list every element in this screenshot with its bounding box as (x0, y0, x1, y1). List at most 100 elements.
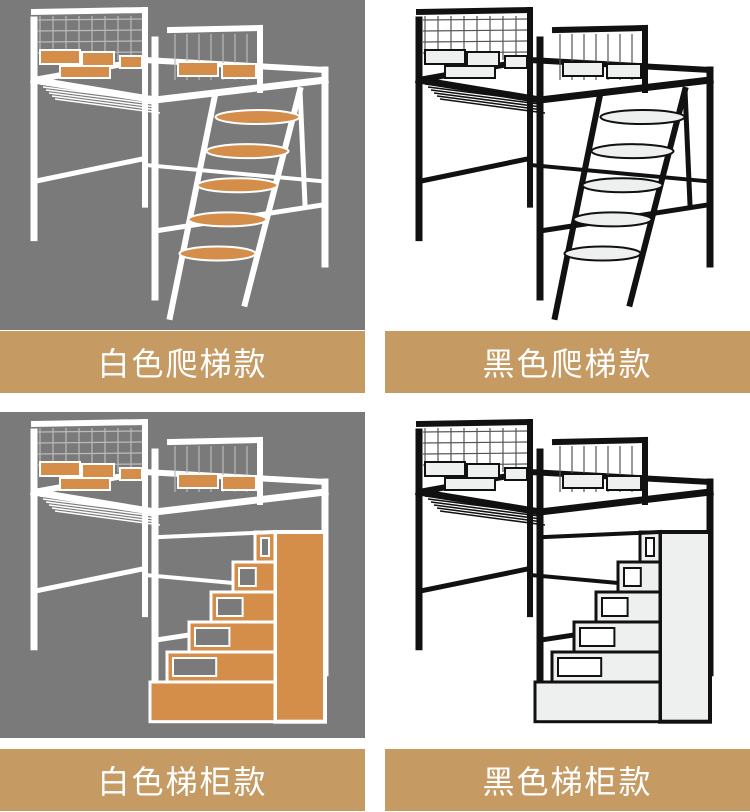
guard-top-right (551, 436, 649, 446)
deck-slat (42, 498, 153, 514)
guard-decor-panel (119, 55, 143, 69)
guard-decor-panel (444, 65, 496, 79)
deck-slat (51, 95, 159, 111)
guard-mesh-wire (37, 29, 143, 32)
deck-slat (51, 507, 159, 523)
lower-rail (31, 155, 148, 185)
stair-cabinet-door (658, 530, 712, 724)
stair-cubby (238, 567, 257, 587)
deck-slat (433, 92, 542, 108)
guard-top-left (30, 6, 149, 16)
lower-rail (416, 565, 533, 595)
guard-top-left (415, 418, 534, 428)
deck-slat (436, 507, 544, 523)
product-photo (0, 412, 365, 738)
ladder-support (682, 87, 693, 208)
guard-top-right (551, 24, 649, 34)
guard-top-left (30, 418, 149, 428)
loft-bed-illustration (385, 412, 750, 738)
guard-decor-panel (444, 477, 496, 491)
loft-bed-illustration (0, 0, 365, 330)
ladder-rail-left (166, 91, 219, 321)
guard-decor-panel (39, 461, 81, 477)
deck-side-rail (536, 488, 714, 516)
product-photo (0, 0, 365, 330)
lower-rail (31, 565, 148, 595)
stair-cubby (260, 537, 270, 557)
variant-label: 黑色梯柜款 (482, 763, 653, 801)
deck-slat (424, 83, 536, 99)
deck-slat (430, 89, 540, 105)
deck-slat (439, 98, 546, 114)
ladder-rail-right (626, 86, 689, 308)
ladder-step (178, 245, 257, 262)
deck-slat (427, 498, 538, 514)
guard-decor-panel (177, 61, 219, 77)
variant-caption: 黑色爬梯款 (385, 331, 750, 393)
ladder-step (214, 109, 301, 126)
guard-mesh-wire (37, 430, 143, 433)
deck-slat (39, 83, 151, 99)
guard-decor-panel (81, 463, 115, 479)
stair-cubby (645, 537, 655, 557)
guard-decor-panel (424, 461, 466, 477)
guard-mesh-wire (422, 40, 528, 43)
lower-rail (416, 155, 533, 185)
guard-decor-panel (221, 475, 257, 491)
ladder-step (599, 109, 686, 126)
guard-decor-panel (504, 467, 528, 481)
ladder-rail-left (551, 91, 604, 321)
product-photo (385, 412, 750, 738)
guard-top-left (415, 6, 534, 16)
deck-slat (45, 89, 155, 105)
variant-label: 白色爬梯款 (97, 345, 268, 383)
deck-slat (45, 501, 155, 517)
guard-mesh-wire (37, 452, 143, 455)
ladder-step (196, 177, 279, 194)
stair-handrail (157, 529, 278, 540)
guard-decor-panel (504, 55, 528, 69)
deck-slat (433, 504, 542, 520)
guard-decor-panel (606, 63, 642, 79)
stair-base-block (533, 680, 662, 724)
stair-cubby (601, 597, 629, 617)
guard-decor-panel (562, 473, 604, 489)
stair-base-block (148, 680, 277, 724)
deck-slat (436, 95, 544, 111)
stair-cubby (194, 627, 231, 647)
guard-decor-panel (119, 467, 143, 481)
deck-slat (54, 510, 161, 526)
deck-side-rail (151, 488, 329, 516)
deck-slat (48, 504, 157, 520)
guard-decor-panel (59, 477, 111, 491)
guard-mesh-wire (37, 441, 143, 444)
deck-side-rail (151, 76, 329, 104)
stair-handrail (542, 529, 663, 540)
guard-top-right (166, 436, 264, 446)
guard-mesh-wire (37, 40, 143, 43)
guard-mesh-wire (422, 441, 528, 444)
stair-cubby (623, 567, 642, 587)
lower-rail (142, 162, 328, 184)
guard-top-right (166, 24, 264, 34)
deck-slat (427, 86, 538, 102)
stair-cubby (579, 627, 616, 647)
guard-decor-panel (466, 51, 500, 67)
ladder-step (590, 143, 675, 160)
guard-mesh-wire (422, 29, 528, 32)
guard-decor-panel (466, 463, 500, 479)
ladder-step (581, 177, 664, 194)
loft-bed-illustration (0, 412, 365, 738)
ladder-step (572, 211, 653, 228)
guard-decor-panel (424, 49, 466, 65)
stair-cubby (216, 597, 244, 617)
guard-decor-panel (59, 65, 111, 79)
guard-decor-panel (221, 63, 257, 79)
guard-decor-panel (177, 473, 219, 489)
guard-decor-panel (81, 51, 115, 67)
guard-decor-panel (39, 49, 81, 65)
guard-mesh-wire (422, 430, 528, 433)
guard-decor-panel (562, 61, 604, 77)
variant-caption: 白色爬梯款 (0, 331, 365, 393)
deck-slat (54, 98, 161, 114)
